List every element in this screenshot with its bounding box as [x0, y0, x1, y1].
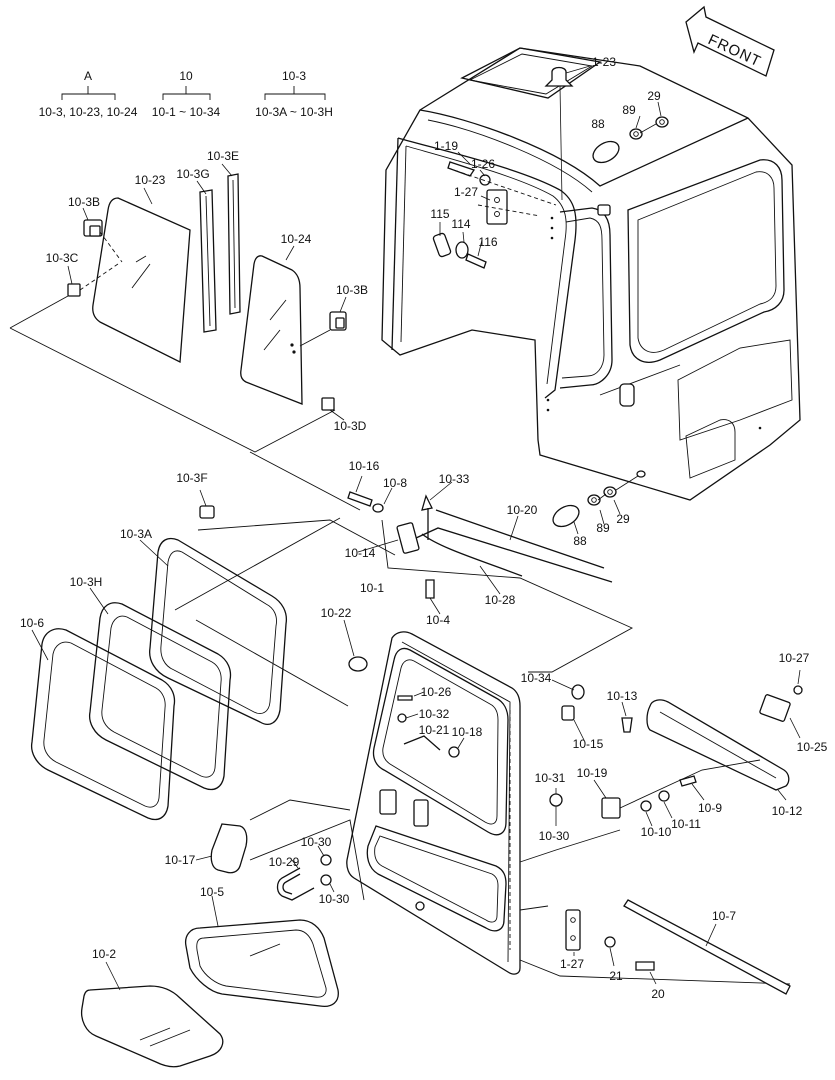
label-116: 116 — [478, 235, 497, 249]
label-10-34: 10-34 — [521, 671, 552, 685]
label-21: 21 — [609, 969, 623, 983]
hinge-1-27-top — [432, 151, 557, 269]
label-10-6: 10-6 — [20, 616, 44, 630]
frame-10-3H — [88, 602, 232, 791]
label-1-26: 1-26 — [471, 157, 495, 171]
label-10-3G: 10-3G — [176, 167, 209, 181]
label-10-26: 10-26 — [421, 685, 452, 699]
legend-desc: 10-1 ~ 10-34 — [152, 105, 221, 119]
mirror-88-top — [592, 101, 669, 164]
label-10-10: 10-10 — [641, 825, 672, 839]
frame-10-6 — [30, 628, 176, 821]
legend-item-10: 10 10-1 ~ 10-34 — [152, 69, 221, 119]
part-labels: 1-23 89 29 88 1-19 1-26 1-27 115 114 116… — [20, 55, 828, 1001]
label-10-27: 10-27 — [779, 651, 810, 665]
label-10-2: 10-2 — [92, 947, 116, 961]
label-10-9: 10-9 — [698, 801, 722, 815]
label-10-16: 10-16 — [349, 459, 380, 473]
label-88-bottom: 88 — [573, 534, 587, 548]
label-10-30: 10-30 — [539, 829, 570, 843]
label-10-21: 10-21 — [419, 723, 450, 737]
seal-10-3A — [149, 505, 288, 725]
legend-key: 10-3 — [282, 69, 306, 83]
label-10-19: 10-19 — [577, 766, 608, 780]
label-10-3B-b: 10-3B — [336, 283, 368, 297]
label-10-25: 10-25 — [797, 740, 828, 754]
label-10-13: 10-13 — [607, 689, 638, 703]
label-1-23: 1-23 — [592, 55, 616, 69]
label-10-3F: 10-3F — [176, 471, 207, 485]
label-10-3A: 10-3A — [120, 527, 152, 541]
label-10-20: 10-20 — [507, 503, 538, 517]
cab-body — [381, 47, 801, 501]
label-20: 20 — [651, 987, 665, 1001]
bracket-1-23 — [544, 65, 591, 201]
label-10-31: 10-31 — [535, 771, 566, 785]
label-10-3H: 10-3H — [70, 575, 103, 589]
label-10-12: 10-12 — [772, 804, 803, 818]
glass-10-2 — [80, 961, 224, 1068]
label-1-27-bottom: 1-27 — [560, 957, 584, 971]
label-10-14: 10-14 — [345, 546, 376, 560]
label-89-bottom: 89 — [596, 521, 610, 535]
hinge-1-27-bottom — [565, 909, 657, 985]
label-10-24: 10-24 — [281, 232, 312, 246]
label-10-3B: 10-3B — [68, 195, 100, 209]
door-hardware — [195, 619, 803, 985]
label-10-1: 10-1 — [360, 581, 384, 595]
label-10-29: 10-29 — [269, 855, 300, 869]
label-10-11: 10-11 — [671, 817, 701, 831]
label-10-22: 10-22 — [321, 606, 352, 620]
weatherstrip-10-3G — [199, 189, 217, 333]
label-10-7: 10-7 — [712, 909, 736, 923]
label-10-30-c: 10-30 — [319, 892, 350, 906]
label-10-32: 10-32 — [419, 707, 450, 721]
glass-10-24 — [240, 255, 303, 405]
label-115: 115 — [430, 207, 449, 221]
label-10-5: 10-5 — [200, 885, 224, 899]
label-10-3E: 10-3E — [207, 149, 239, 163]
label-10-28: 10-28 — [485, 593, 516, 607]
label-114: 114 — [451, 217, 470, 231]
weatherstrip-10-3E — [227, 173, 241, 315]
legend-key: 10 — [179, 69, 193, 83]
label-29-bottom: 29 — [616, 512, 630, 526]
label-10-3C: 10-3C — [46, 251, 79, 265]
label-10-17: 10-17 — [165, 853, 196, 867]
label-10-23: 10-23 — [135, 173, 166, 187]
legend-key: A — [84, 69, 92, 83]
seal-10-5 — [184, 895, 339, 1008]
front-arrow-icon: FRONT — [685, 5, 775, 77]
label-89: 89 — [622, 103, 636, 117]
glass-10-23 — [92, 197, 191, 364]
clip-10-3D — [321, 397, 335, 411]
label-88: 88 — [591, 117, 605, 131]
legend-desc: 10-3A ~ 10-3H — [255, 105, 333, 119]
legend: A 10-3, 10-23, 10-24 10 10-1 ~ 10-34 10-… — [39, 69, 333, 119]
clip-10-3B-a — [83, 219, 103, 237]
clip-10-3C — [67, 283, 81, 297]
door-10-1 — [346, 631, 521, 975]
legend-item-a: A 10-3, 10-23, 10-24 — [39, 69, 138, 119]
label-10-4: 10-4 — [426, 613, 450, 627]
label-1-19: 1-19 — [434, 139, 458, 153]
label-10-8: 10-8 — [383, 476, 407, 490]
label-10-3D: 10-3D — [334, 419, 367, 433]
label-1-27: 1-27 — [454, 185, 478, 199]
legend-item-10-3: 10-3 10-3A ~ 10-3H — [255, 69, 333, 119]
label-10-30-b: 10-30 — [301, 835, 332, 849]
label-29: 29 — [647, 89, 661, 103]
strip-10-7 — [623, 899, 791, 995]
label-10-33: 10-33 — [439, 472, 470, 486]
label-10-18: 10-18 — [452, 725, 483, 739]
legend-desc: 10-3, 10-23, 10-24 — [39, 105, 138, 119]
label-10-15: 10-15 — [573, 737, 604, 751]
lock-assembly — [347, 475, 634, 673]
mirror-88-bottom — [552, 470, 646, 535]
clip-10-3B-b — [329, 311, 347, 331]
